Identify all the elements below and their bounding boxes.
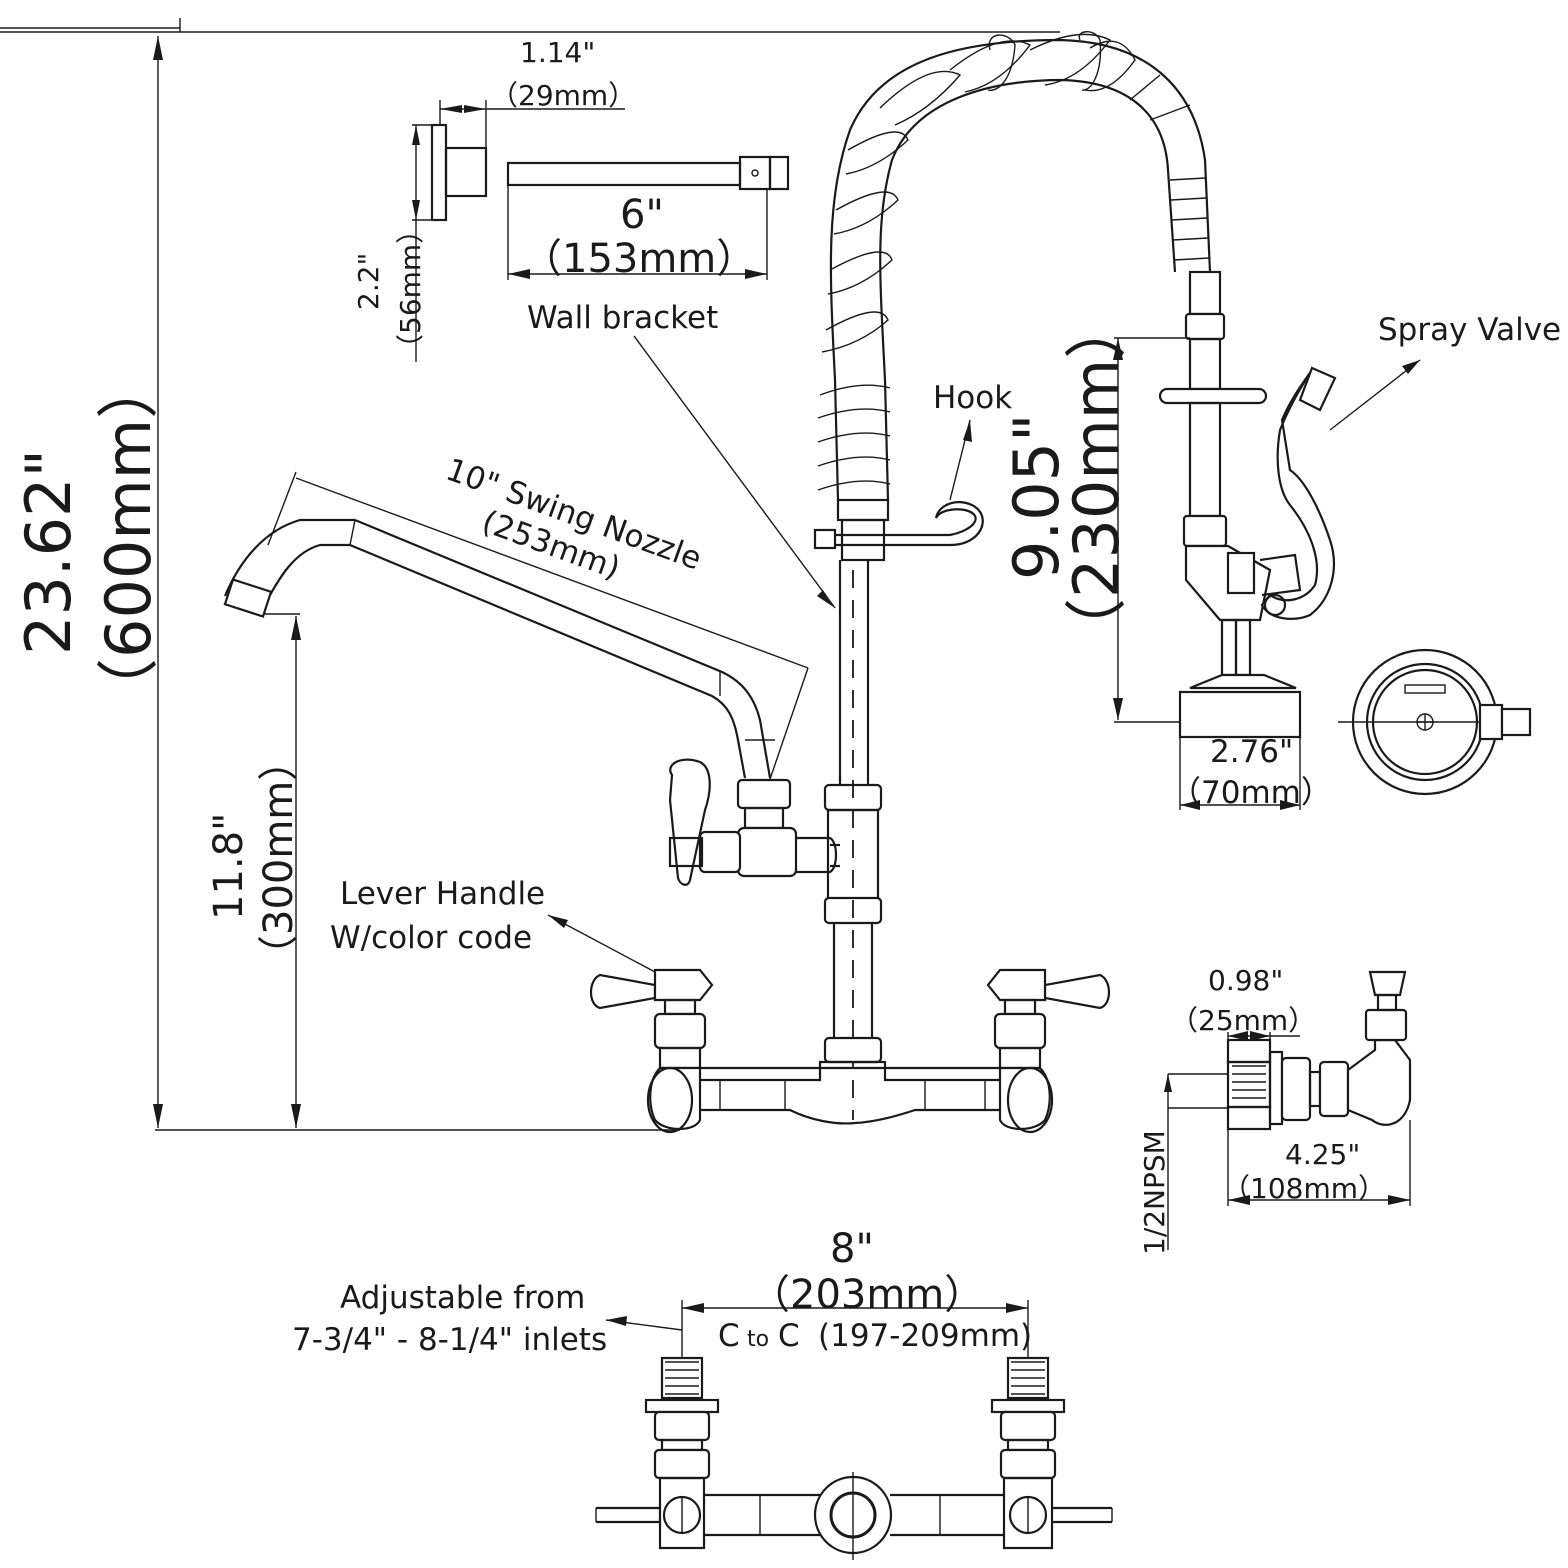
bracket-height-in: 2.2" [352, 253, 385, 310]
c-to-c-3: C [778, 1318, 800, 1354]
pre-rinse-riser: Hook [813, 31, 1212, 1120]
lever-handle-callout: Lever Handle W/color code [330, 876, 656, 973]
npsm-label: 1/2NPSM [1138, 1130, 1171, 1255]
wall-bracket-label: Wall bracket [527, 300, 718, 336]
spray-width-in: 2.76" [1210, 734, 1293, 770]
c-to-c-2: to [747, 1327, 769, 1352]
overall-height-dimension: 23.62" （600mm） [0, 18, 1060, 1131]
spray-valve: 9.05" （230mm） 2.76" （70mm） Spray Valve [1000, 270, 1561, 811]
spray-height-mm: （230mm） [1060, 297, 1133, 660]
lever-handle-label-2: W/color code [330, 920, 532, 956]
hook-label: Hook [933, 380, 1012, 416]
overall-height-in: 23.62" [12, 449, 85, 655]
spout-height-dimension: 11.8" （300mm） [206, 613, 302, 1128]
spray-width-mm: （70mm） [1170, 775, 1332, 811]
spray-valve-label: Spray Valve [1378, 312, 1561, 348]
top-view: 8" （203mm） C to C (197-209mm) Adjustable… [292, 1226, 1113, 1560]
spout-height-mm: （300mm） [256, 741, 302, 975]
bracket-height-mm: （56mm） [394, 216, 427, 362]
swing-nozzle: 10" Swing Nozzle (253mm) [223, 452, 809, 786]
spout-height-in: 11.8" [206, 813, 252, 920]
center-in: 8" [830, 1226, 874, 1272]
wall-bracket-detail: 1.14" （29mm） 2.2" （56mm） 6" （153mm） Wall… [352, 36, 836, 609]
bracket-length-mm: （153mm） [522, 236, 756, 282]
faucet-body [589, 968, 1111, 1134]
c-to-c-1: C [718, 1318, 740, 1354]
center-mm: （203mm） [750, 1272, 984, 1318]
bracket-depth-in: 1.14" [520, 36, 595, 69]
flange-in: 0.98" [1208, 964, 1283, 997]
overall-height-mm: （600mm） [92, 357, 165, 720]
inlet-side-detail: 0.98" （25mm） 4.25" （108mm） 1/2NPSM [1138, 964, 1412, 1255]
bracket-length-in: 6" [620, 192, 664, 238]
adjustable-label-2: 7-3/4" - 8-1/4" inlets [292, 1322, 607, 1358]
spray-height-in: 9.05" [1000, 413, 1073, 580]
adjustable-label-1: Adjustable from [340, 1280, 585, 1316]
c-to-c-range: (197-209mm) [818, 1318, 1032, 1354]
spout-valve [668, 758, 840, 886]
lever-handle-label-1: Lever Handle [340, 876, 545, 912]
bracket-depth-mm: （29mm） [490, 79, 636, 112]
inlet-depth-mm: （108mm） [1222, 1172, 1386, 1205]
spray-head-face [1338, 648, 1532, 796]
inlet-depth-in: 4.25" [1285, 1138, 1360, 1171]
flange-mm: （25mm） [1170, 1004, 1316, 1037]
